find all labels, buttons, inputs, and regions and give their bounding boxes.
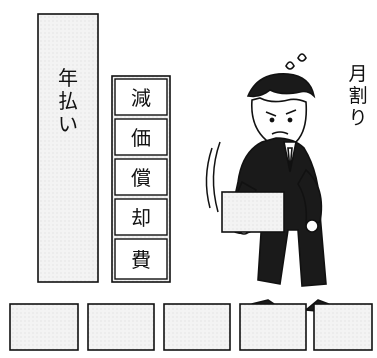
depreciation-char-5: 費	[131, 248, 151, 272]
monthly-split-char-3: り	[348, 107, 367, 129]
annual-payment-label: 年 払 い	[58, 66, 78, 136]
monthly-split-char-2: 割	[348, 85, 367, 107]
monthly-boxes-row	[9, 303, 373, 351]
depreciation-char-3: 償	[131, 166, 151, 190]
annual-payment-char-2: 払	[58, 89, 78, 113]
monthly-box-5	[313, 303, 373, 351]
depreciation-box-1: 減	[114, 78, 168, 116]
motion-lines-icon	[205, 141, 221, 213]
monthly-split-label: 月 割 り	[348, 63, 367, 129]
monthly-split-char-1: 月	[348, 63, 367, 85]
annual-payment-char-1: 年	[58, 66, 78, 90]
monthly-box-1	[9, 303, 79, 351]
depreciation-box-3: 償	[114, 158, 168, 196]
carried-box	[221, 191, 285, 233]
depreciation-char-2: 価	[131, 126, 151, 150]
annual-payment-box: 年 払 い	[37, 13, 99, 283]
depreciation-box-4: 却	[114, 198, 168, 236]
depreciation-stack: 減 価 償 却 費	[111, 75, 171, 283]
annual-payment-char-3: い	[58, 112, 78, 136]
depreciation-box-5: 費	[114, 238, 168, 280]
depreciation-char-4: 却	[131, 206, 151, 230]
sweat-drops-icon	[285, 53, 307, 70]
monthly-box-2	[87, 303, 155, 351]
monthly-box-3	[163, 303, 231, 351]
depreciation-char-1: 減	[131, 86, 151, 110]
depreciation-box-2: 価	[114, 118, 168, 156]
monthly-box-4	[239, 303, 307, 351]
